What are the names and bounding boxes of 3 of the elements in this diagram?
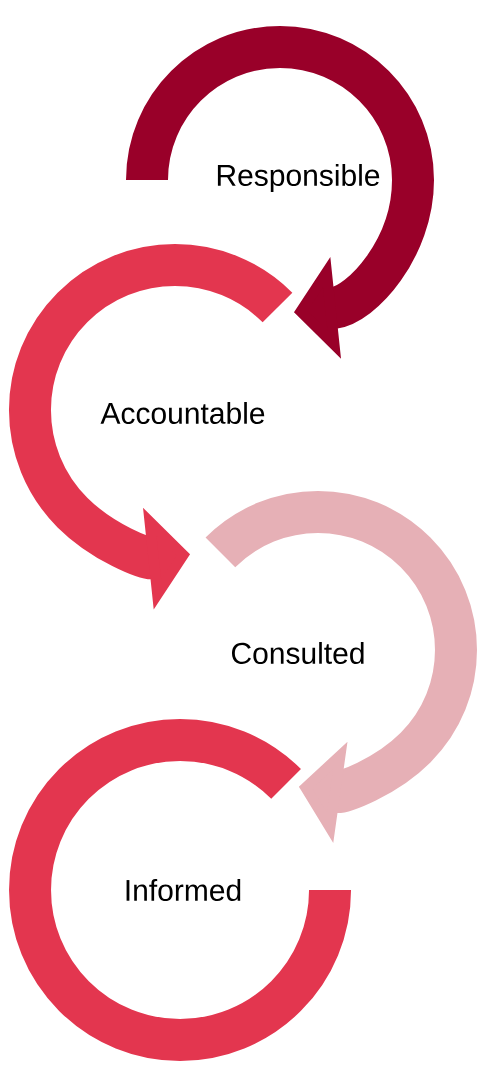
circular-arrow-with-label: Responsible [126,26,434,359]
circular-arrow-with-label: Consulted [206,491,477,844]
ring-with-label: Informed [9,719,352,1061]
